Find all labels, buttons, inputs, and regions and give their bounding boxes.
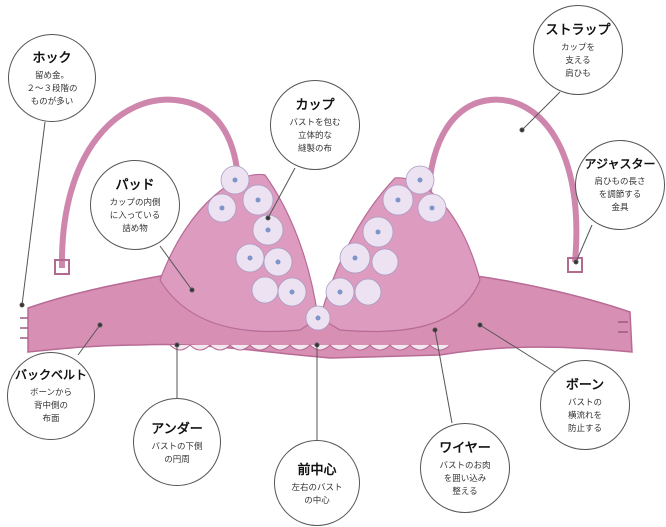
label-pad: パッド カップの内側 に入っている 詰め物 bbox=[90, 160, 180, 250]
label-strap: ストラップ カップを 支える 肩ひも bbox=[533, 5, 623, 95]
label-text: 詰め物 bbox=[122, 224, 148, 234]
label-title: ホック bbox=[32, 51, 72, 66]
label-text: 金具 bbox=[611, 203, 629, 213]
label-text: バストの下側 bbox=[151, 441, 203, 452]
label-wire: ワイヤー バストのお肉 を囲い込み 整える bbox=[420, 423, 510, 513]
left-strap bbox=[58, 96, 242, 269]
label-adjuster: アジャスター 肩ひもの長さ を調節する 金具 bbox=[575, 140, 665, 230]
label-hook: ホック 留め金。 ２～３段階の ものが多い bbox=[8, 34, 96, 122]
label-backbelt: バックベルト ボーンから 背中側の 布面 bbox=[7, 352, 95, 440]
label-text: ものが多い bbox=[30, 97, 74, 107]
label-text: ２～３段階の bbox=[26, 84, 78, 94]
label-bone: ボーン バストの 横流れを 防止する bbox=[540, 360, 630, 450]
wire-leader bbox=[434, 329, 453, 424]
label-text: 防止する bbox=[567, 424, 602, 434]
adjuster-leader bbox=[575, 224, 593, 263]
flower-centers bbox=[219, 177, 435, 321]
label-text: 左右のバスト bbox=[291, 482, 343, 493]
label-text: 縫製の布 bbox=[297, 144, 332, 154]
label-text: に入っている bbox=[109, 211, 161, 221]
label-text: カップの内側 bbox=[109, 198, 161, 208]
label-title: アジャスター bbox=[584, 157, 656, 171]
label-title: カップ bbox=[295, 98, 335, 113]
label-text: 背中側の bbox=[33, 401, 68, 411]
label-text: 支える bbox=[565, 56, 591, 66]
label-text: 肩ひも bbox=[565, 69, 591, 79]
label-text: 肩ひもの長さ bbox=[594, 177, 646, 187]
label-under: アンダー バストの下側 の円周 bbox=[133, 398, 221, 486]
label-title: ストラップ bbox=[545, 23, 611, 38]
right-strap bbox=[426, 96, 580, 263]
label-text: バストを包む bbox=[289, 118, 341, 128]
label-title: ボーン bbox=[565, 378, 605, 393]
label-title: 前中心 bbox=[297, 462, 337, 478]
label-text: 留め金。 bbox=[34, 71, 69, 81]
label-text: 布面 bbox=[42, 414, 60, 424]
label-text: カップを bbox=[560, 43, 595, 53]
label-title: パッド bbox=[115, 178, 155, 193]
label-text: バストの bbox=[567, 398, 602, 408]
label-title: アンダー bbox=[151, 421, 203, 437]
pad-leader bbox=[159, 245, 193, 291]
cup-leader bbox=[267, 167, 296, 219]
label-center: 前中心 左右のバスト の中心 bbox=[274, 440, 360, 526]
bone-leader bbox=[479, 324, 556, 373]
label-title: ワイヤー bbox=[439, 441, 491, 456]
hook-leader bbox=[21, 121, 46, 306]
label-text: の円周 bbox=[164, 454, 190, 465]
strap-leader bbox=[521, 91, 561, 131]
left-adjuster bbox=[54, 259, 70, 275]
right-adjuster bbox=[567, 257, 583, 273]
label-text: バストのお肉 bbox=[439, 461, 491, 471]
backbelt-leader bbox=[77, 324, 101, 356]
label-text: 横流れを bbox=[567, 411, 602, 421]
label-title: バックベルト bbox=[14, 368, 87, 382]
label-text: の中心 bbox=[304, 495, 330, 506]
label-text: を囲い込み bbox=[443, 474, 487, 484]
scallop-edge bbox=[169, 344, 451, 351]
label-text: 整える bbox=[452, 487, 478, 497]
label-text: ボーンから bbox=[29, 388, 73, 398]
label-cup: カップ バストを包む 立体的な 縫製の布 bbox=[270, 80, 360, 170]
label-text: を調節する bbox=[598, 190, 642, 200]
hooks bbox=[20, 317, 628, 339]
label-text: 立体的な bbox=[297, 131, 332, 141]
